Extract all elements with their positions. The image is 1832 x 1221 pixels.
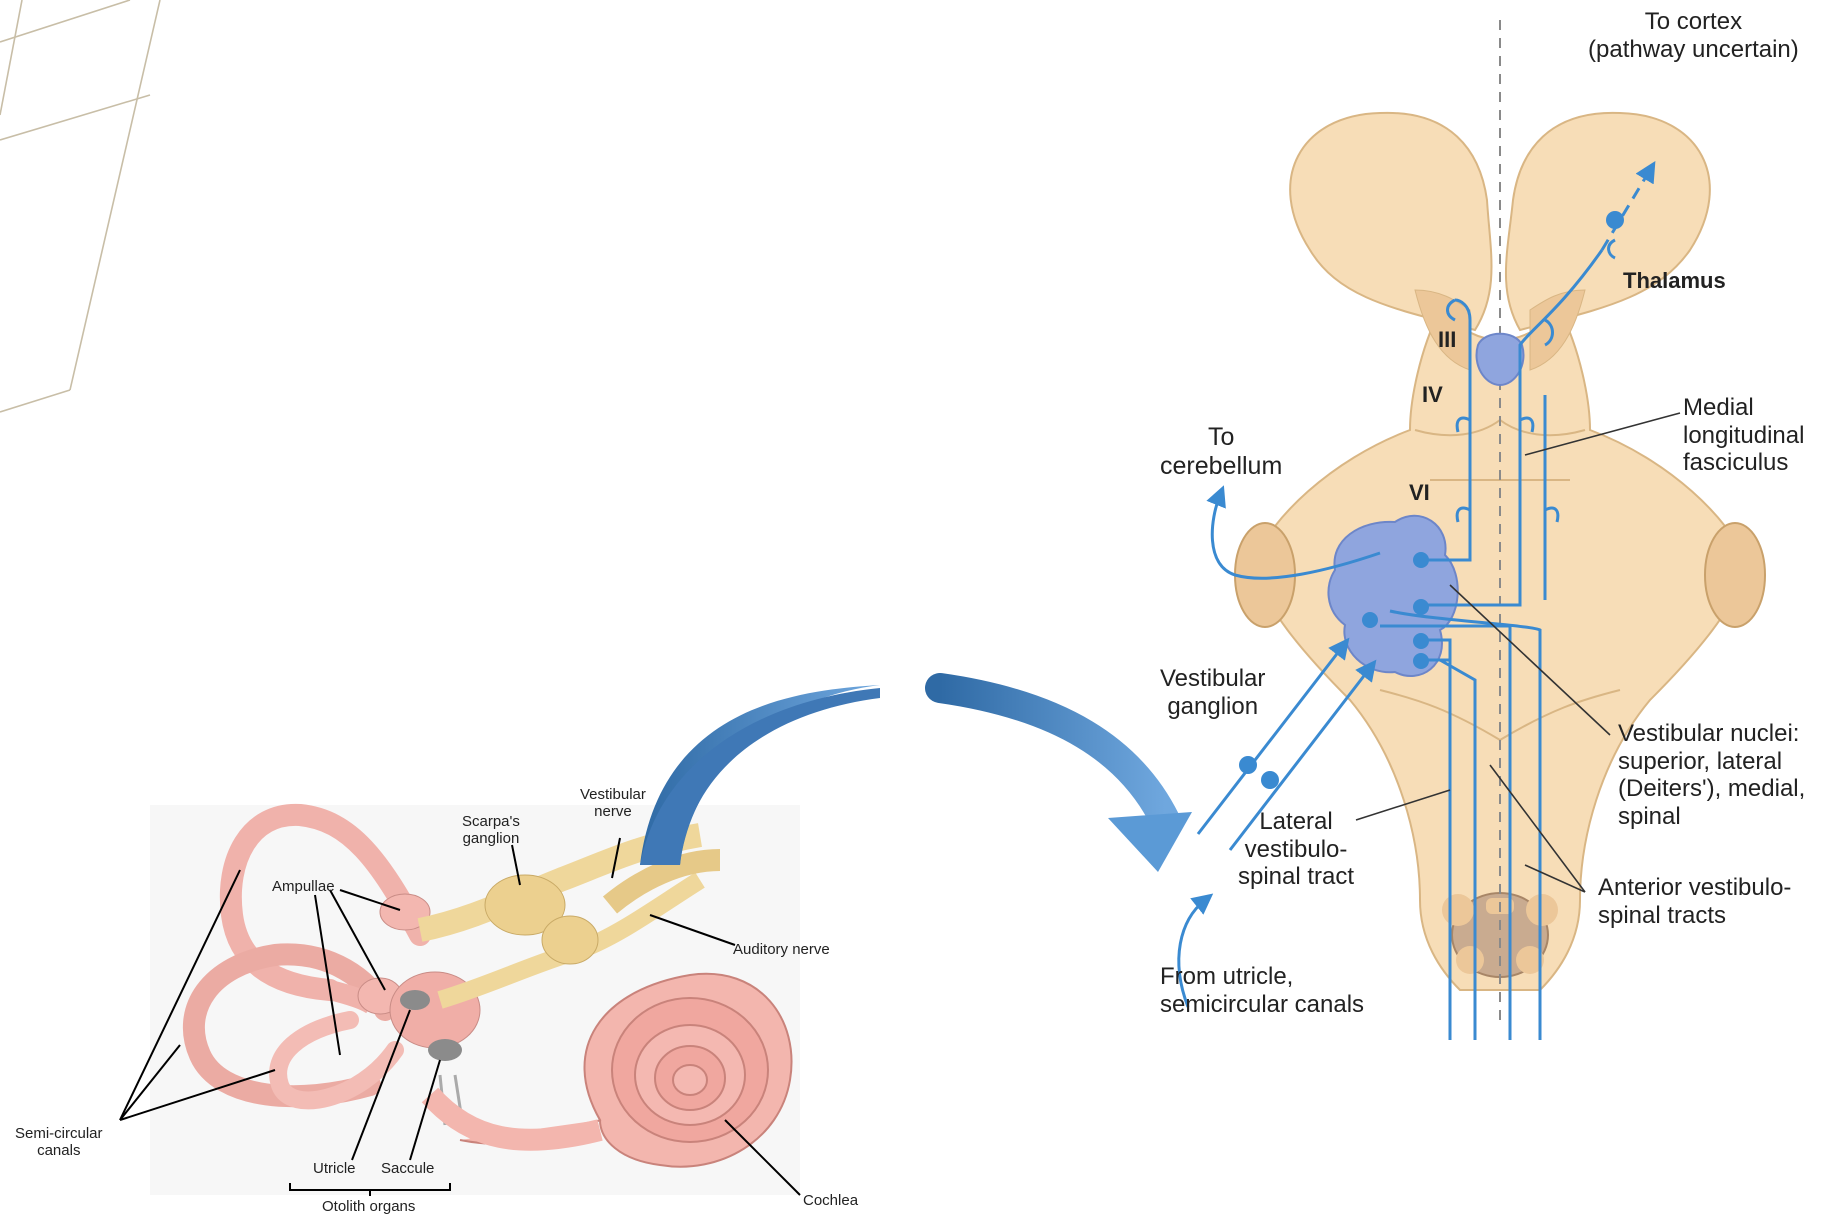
oculomotor-nucleus [1477,334,1524,385]
inner-ear-illustration [150,805,800,1195]
label-to-cortex: To cortex (pathway uncertain) [1588,8,1799,63]
label-vestibular-nuclei: Vestibular nuclei: superior, lateral (De… [1618,720,1805,830]
label-otolith-organs: Otolith organs [322,1198,415,1215]
label-nucleus-vi: VI [1409,480,1430,505]
label-saccule: Saccule [381,1160,434,1177]
peduncle-left [1235,523,1295,627]
thalamus-left [1290,113,1491,330]
decorative-corner-lines [0,0,160,412]
label-nucleus-iv: IV [1422,382,1443,407]
label-scarpas-ganglion: Scarpa's ganglion [462,813,520,848]
label-ampullae: Ampullae [272,878,335,895]
label-thalamus: Thalamus [1623,268,1726,293]
label-lateral-vestibulospinal-tract: Lateral vestibulo- spinal tract [1238,808,1354,891]
label-semicircular-canals: Semi-circular canals [15,1125,103,1160]
saccule-macula [428,1039,462,1061]
label-from-utricle: From utricle, semicircular canals [1160,963,1364,1018]
peduncle-right [1705,523,1765,627]
label-to-cerebellum: To cerebellum [1160,423,1282,481]
utricle-macula [400,990,430,1010]
label-medial-longitudinal-fasciculus: Medial longitudinal fasciculus [1683,394,1804,477]
label-cochlea: Cochlea [803,1192,858,1209]
label-anterior-vestibulospinal-tracts: Anterior vestibulo- spinal tracts [1598,874,1791,929]
label-vestibular-ganglion: Vestibular ganglion [1160,665,1265,720]
label-nucleus-iii: III [1438,327,1456,352]
connecting-arrow-head [1108,812,1192,872]
label-vestibular-nerve: Vestibular nerve [580,786,646,821]
label-auditory-nerve: Auditory nerve [733,941,830,958]
label-utricle: Utricle [313,1160,356,1177]
